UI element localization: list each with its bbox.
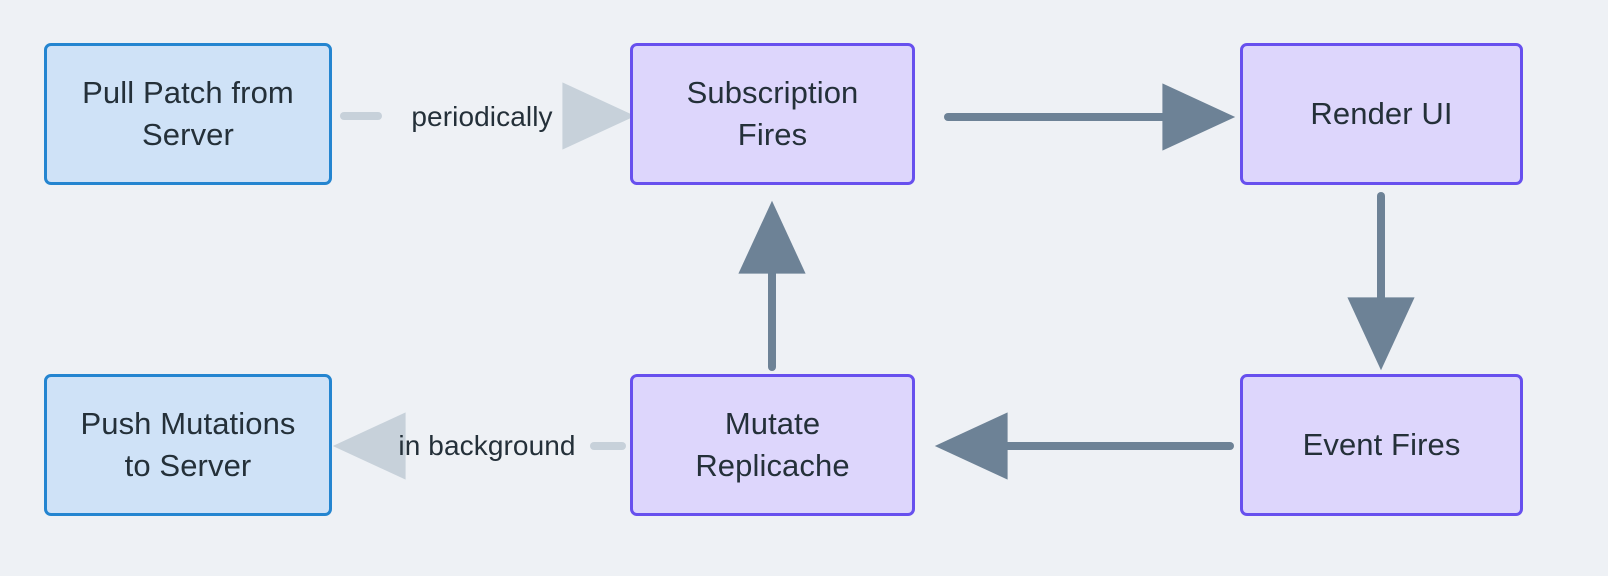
edge-label-periodically: periodically — [411, 101, 553, 132]
edge-label-in-background: in background — [398, 430, 576, 461]
node-event-fires[interactable]: Event Fires — [1240, 374, 1523, 516]
node-label: Render UI — [1310, 96, 1453, 132]
node-label: Push Mutations to Server — [80, 406, 296, 483]
node-label: Event Fires — [1302, 427, 1461, 463]
node-label: Pull Patch from Server — [82, 75, 294, 152]
node-subscription-fires[interactable]: Subscription Fires — [630, 43, 915, 185]
node-push-mutations-to-server[interactable]: Push Mutations to Server — [44, 374, 332, 516]
node-label: Subscription Fires — [686, 75, 859, 152]
node-render-ui[interactable]: Render UI — [1240, 43, 1523, 185]
node-label: Mutate Replicache — [695, 406, 850, 483]
node-pull-patch-from-server[interactable]: Pull Patch from Server — [44, 43, 332, 185]
node-mutate-replicache[interactable]: Mutate Replicache — [630, 374, 915, 516]
